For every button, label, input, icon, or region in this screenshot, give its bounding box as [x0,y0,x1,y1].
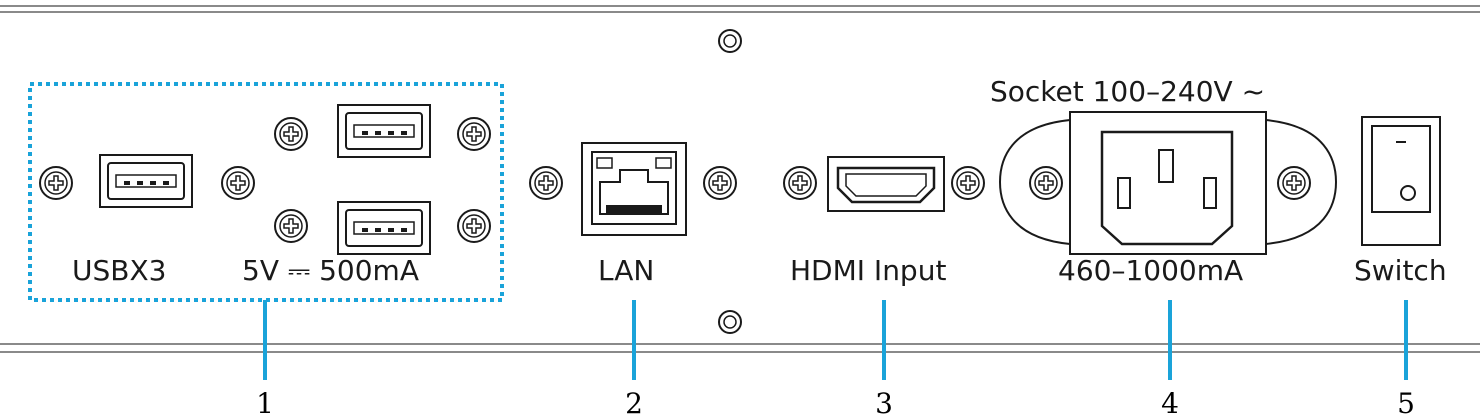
screw-icon [274,209,308,243]
screw-icon [39,166,73,200]
current-label: 460–1000mA [1058,254,1243,287]
screw-icon [1029,166,1063,200]
power-switch [1361,116,1441,246]
screw-icon [529,166,563,200]
screw-icon [783,166,817,200]
screw-icon [951,166,985,200]
chassis-top-edge [0,5,1480,13]
lan-port [581,142,687,236]
hdmi-label: HDMI Input [790,254,946,287]
mount-screw-bottom [718,310,742,334]
lan-label: LAN [598,254,654,287]
power-socket [998,111,1338,255]
usb-port-3 [337,201,431,255]
usb-label: USBX3 [72,254,166,287]
usb-port-1 [99,154,193,208]
callout-5: 5 [1397,387,1415,420]
callout-2: 2 [625,387,643,420]
callout-4: 4 [1161,387,1179,420]
mount-screw-top [718,29,742,53]
screw-icon [274,117,308,151]
screw-icon [1277,166,1311,200]
callout-leaders [263,300,1408,380]
screw-icon [457,117,491,151]
usb-rating-label: 5V ⎓ 500mA [242,254,419,287]
socket-label: Socket 100–240V ~ [990,75,1265,108]
switch-label: Switch [1354,254,1447,287]
screw-icon [703,166,737,200]
screw-icon [221,166,255,200]
chassis-bottom-edge [0,343,1480,353]
callout-1: 1 [256,387,274,420]
hdmi-port [827,156,945,212]
usb-port-2 [337,104,431,158]
screw-icon [457,209,491,243]
callout-3: 3 [875,387,893,420]
